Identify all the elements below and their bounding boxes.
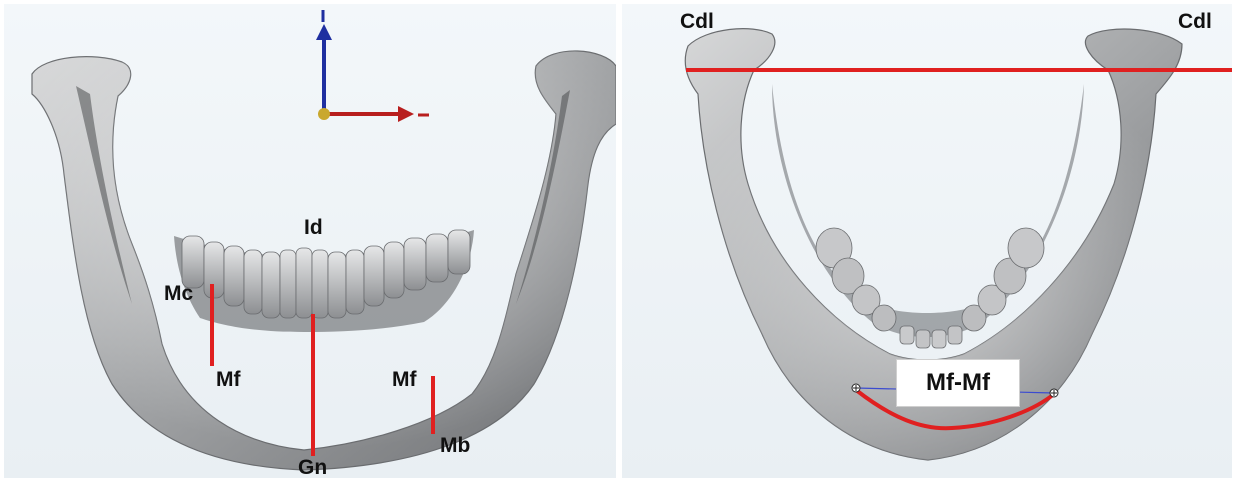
label-id: Id — [304, 216, 323, 240]
label-mf-right: Mf — [392, 368, 417, 392]
axis-origin — [318, 108, 330, 120]
label-mf-left: Mf — [216, 368, 241, 392]
frontal-view-panel: Id Mc Mf Mf Gn Mb — [4, 4, 616, 478]
label-cdl-right: Cdl — [1178, 10, 1212, 34]
axis-horizontal-arrowhead — [398, 106, 414, 122]
mf-left-marker — [852, 384, 860, 392]
mf-mf-callout-text: Mf-Mf — [926, 369, 990, 397]
inferior-view-panel: Cdl Cdl Mf-Mf — [622, 4, 1232, 478]
label-gn: Gn — [298, 456, 327, 478]
axis-vertical-arrowhead — [316, 24, 332, 40]
orientation-axes — [316, 10, 429, 122]
label-mc: Mc — [164, 282, 193, 306]
label-mb: Mb — [440, 434, 470, 458]
mf-right-marker — [1050, 389, 1058, 397]
mandible-front-render — [4, 4, 616, 478]
mf-mf-callout: Mf-Mf — [896, 359, 1020, 407]
label-cdl-left: Cdl — [680, 10, 714, 34]
